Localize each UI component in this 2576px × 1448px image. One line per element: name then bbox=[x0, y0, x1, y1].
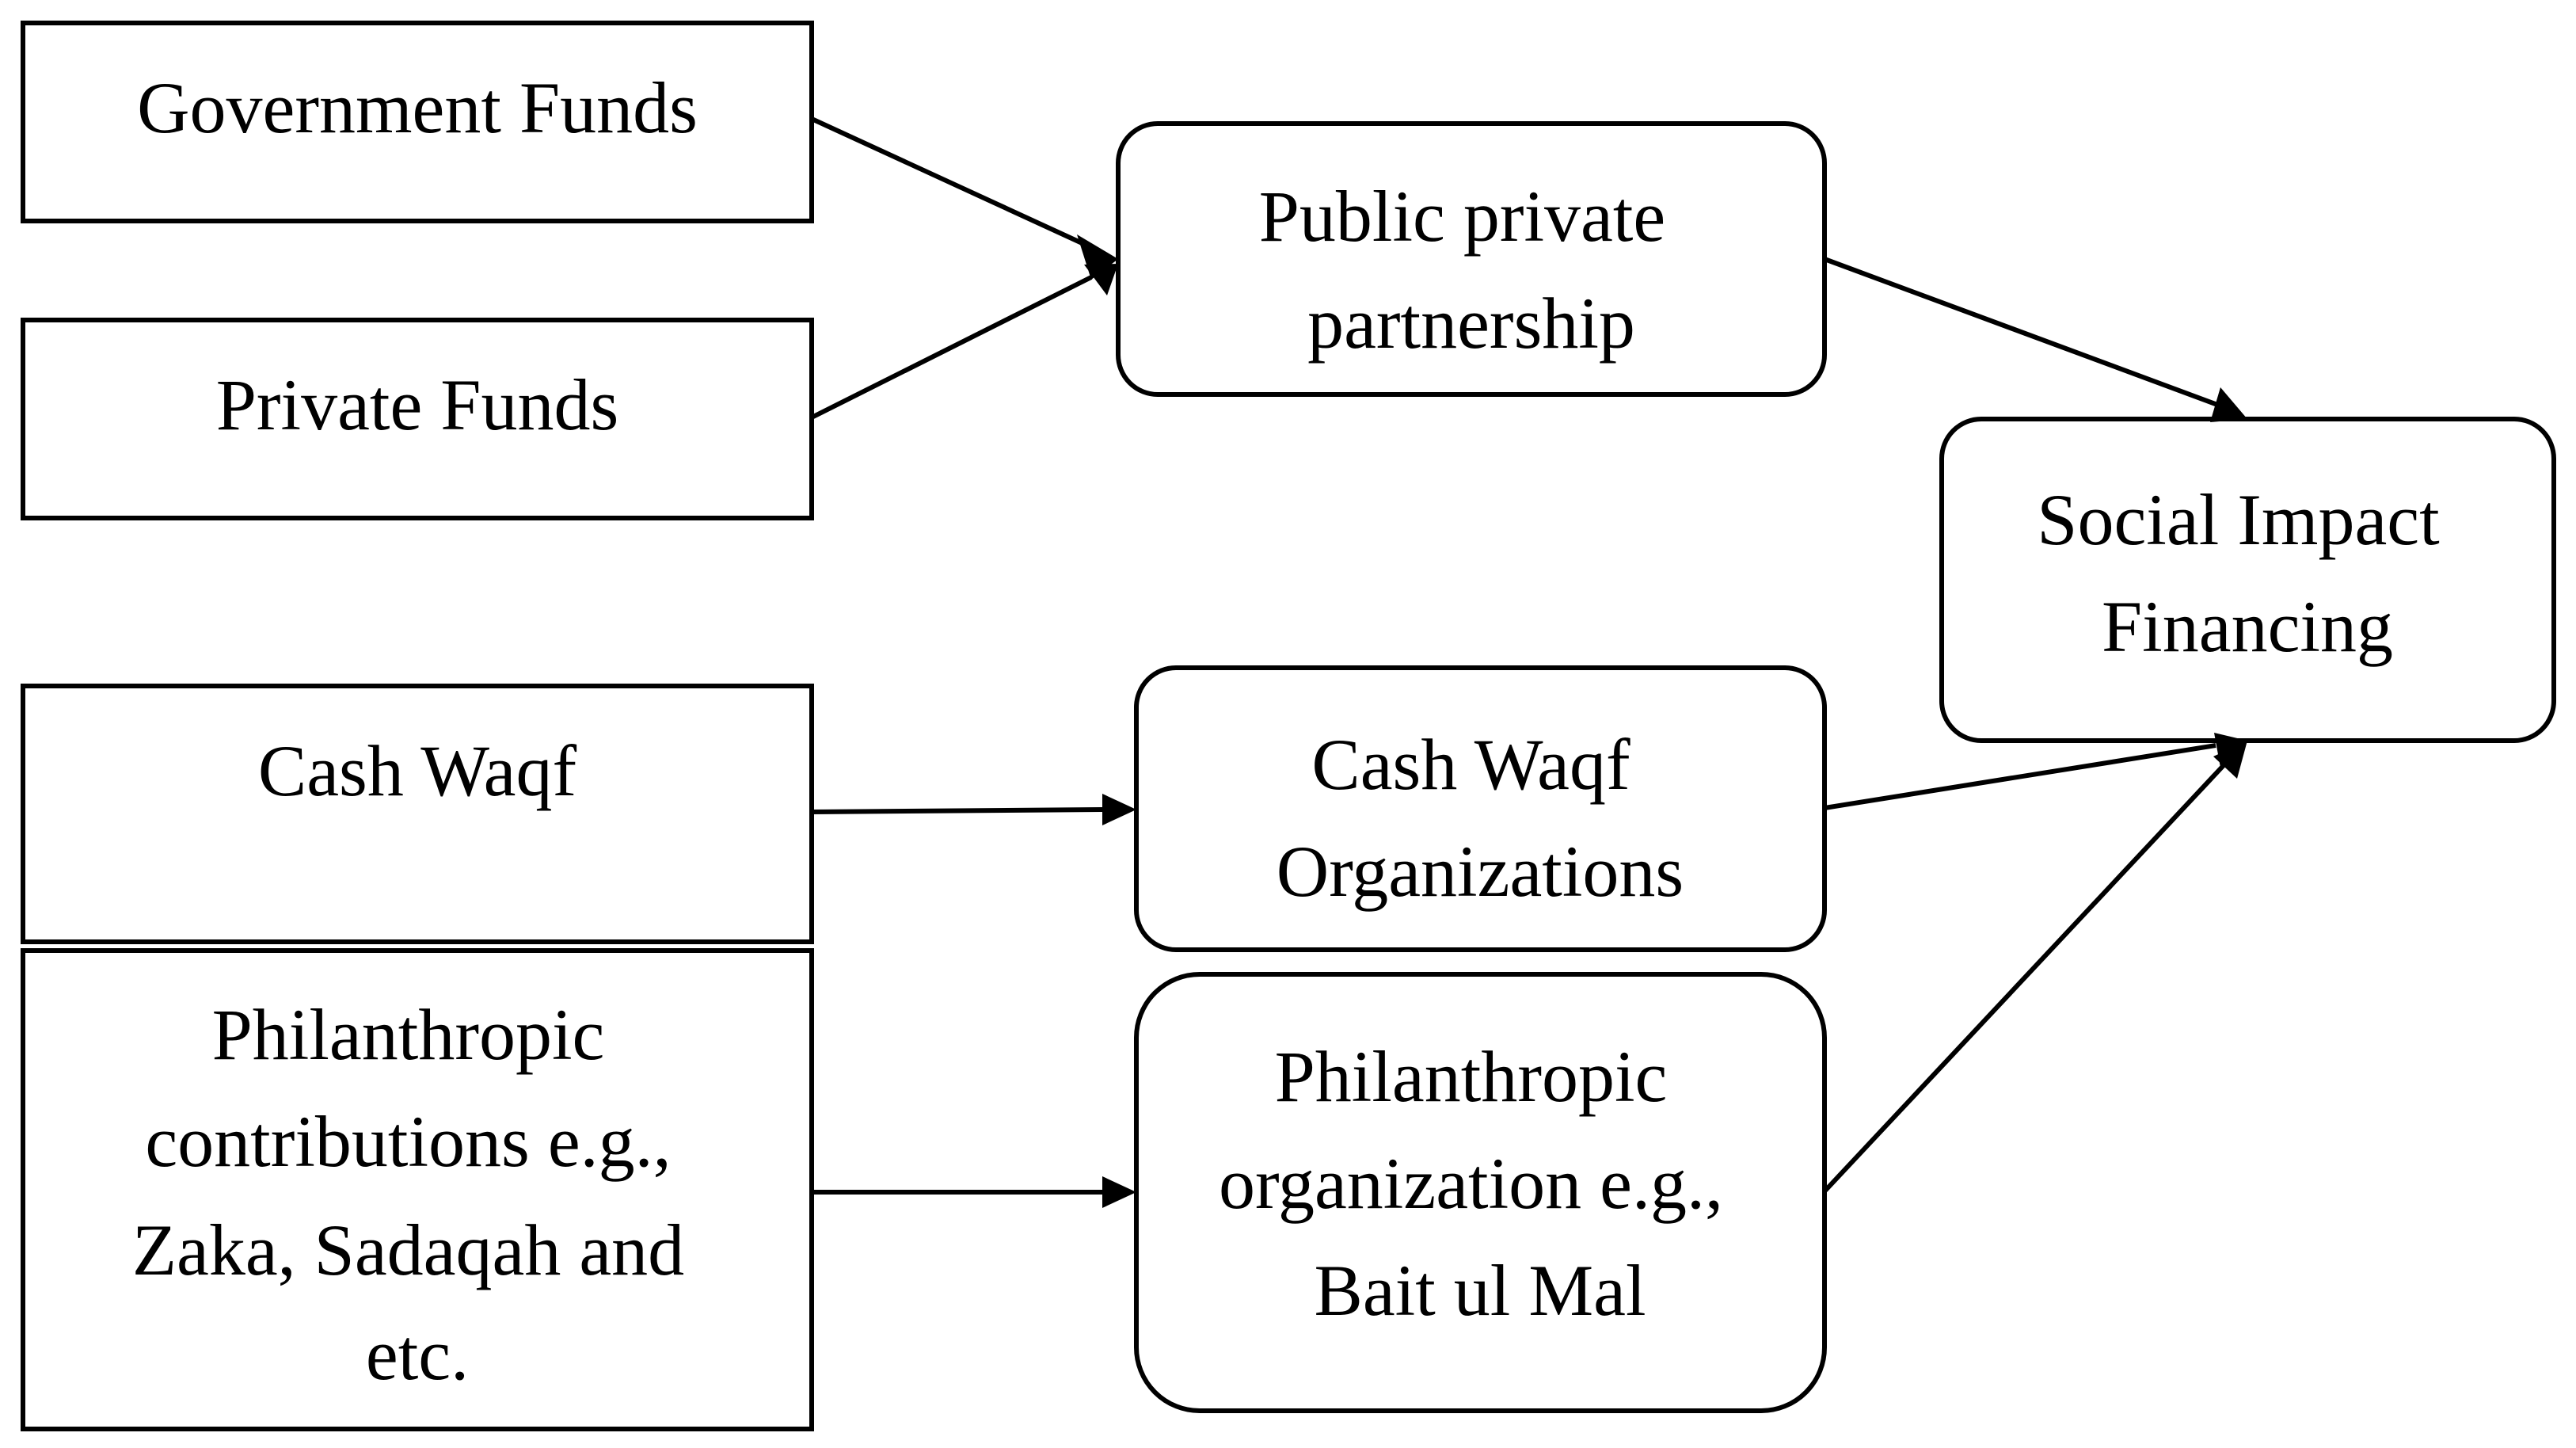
node-cash-waqf-organizations: Cash Waqf Organizations bbox=[1134, 665, 1827, 952]
node-social-impact-financing-line-2: Financing bbox=[2102, 586, 2393, 667]
node-cash-waqf-organizations-line-1: Cash Waqf bbox=[1311, 724, 1630, 805]
node-public-private-partnership: Public private partnership bbox=[1116, 121, 1827, 397]
node-philanthropic-contributions-line-3: Zaka, Sadaqah and bbox=[132, 1210, 684, 1290]
node-philanthropic-contributions-label: Philanthropic contributions e.g., Zaka, … bbox=[132, 994, 702, 1395]
node-philanthropic-organization-line-3: Bait ul Mal bbox=[1314, 1250, 1646, 1331]
node-private-funds-label: Private Funds bbox=[216, 364, 619, 445]
node-philanthropic-contributions-box bbox=[21, 948, 814, 1431]
node-private-funds-box bbox=[21, 318, 814, 520]
arrow-philanthropic-organization-to-social-impact bbox=[1822, 741, 2247, 1194]
node-cash-waqf-box bbox=[21, 684, 814, 944]
node-philanthropic-organization: Philanthropic organization e.g., Bait ul… bbox=[1134, 972, 1827, 1413]
arrow-cash-waqf-organizations-to-social-impact bbox=[1824, 733, 2247, 810]
arrow-partnership-to-social-impact bbox=[1823, 257, 2247, 422]
node-private-funds-line-1: Private Funds bbox=[216, 364, 619, 445]
node-cash-waqf-organizations-line-2: Organizations bbox=[1277, 831, 1684, 912]
arrow-philanthropic-to-organization bbox=[812, 1176, 1136, 1208]
node-public-private-partnership-line-1: Public private bbox=[1259, 176, 1666, 257]
node-private-funds: Private Funds bbox=[21, 318, 814, 520]
node-philanthropic-organization-line-2: organization e.g., bbox=[1219, 1143, 1723, 1224]
node-cash-waqf-label: Cash Waqf bbox=[258, 730, 577, 811]
arrow-private-to-partnership bbox=[810, 264, 1118, 420]
arrow-cash-waqf-to-organizations bbox=[811, 794, 1136, 825]
node-social-impact-financing-label: Social Impact Financing bbox=[2037, 479, 2457, 667]
node-cash-waqf-organizations-box bbox=[1134, 665, 1827, 952]
node-government-funds-label: Government Funds bbox=[137, 67, 698, 148]
node-philanthropic-organization-line-1: Philanthropic bbox=[1275, 1036, 1668, 1117]
arrow-government-to-partnership bbox=[810, 116, 1118, 280]
node-philanthropic-contributions: Philanthropic contributions e.g., Zaka, … bbox=[21, 948, 814, 1431]
node-government-funds: Government Funds bbox=[21, 21, 814, 223]
node-philanthropic-contributions-line-2: contributions e.g., bbox=[145, 1101, 671, 1182]
node-social-impact-financing: Social Impact Financing bbox=[1939, 417, 2556, 743]
node-social-impact-financing-box bbox=[1939, 417, 2556, 743]
node-social-impact-financing-line-1: Social Impact bbox=[2037, 479, 2440, 560]
node-public-private-partnership-label: Public private partnership bbox=[1259, 176, 1684, 364]
node-philanthropic-contributions-line-1: Philanthropic bbox=[212, 994, 605, 1075]
node-philanthropic-organization-box bbox=[1134, 972, 1827, 1413]
node-cash-waqf: Cash Waqf bbox=[21, 684, 814, 944]
node-public-private-partnership-line-2: partnership bbox=[1307, 283, 1635, 364]
node-cash-waqf-organizations-label: Cash Waqf Organizations bbox=[1277, 724, 1684, 912]
node-cash-waqf-line-1: Cash Waqf bbox=[258, 730, 577, 811]
node-philanthropic-organization-label: Philanthropic organization e.g., Bait ul… bbox=[1219, 1036, 1741, 1331]
node-philanthropic-contributions-line-4: etc. bbox=[366, 1314, 469, 1395]
node-government-funds-line-1: Government Funds bbox=[137, 67, 698, 148]
node-government-funds-box bbox=[21, 21, 814, 223]
